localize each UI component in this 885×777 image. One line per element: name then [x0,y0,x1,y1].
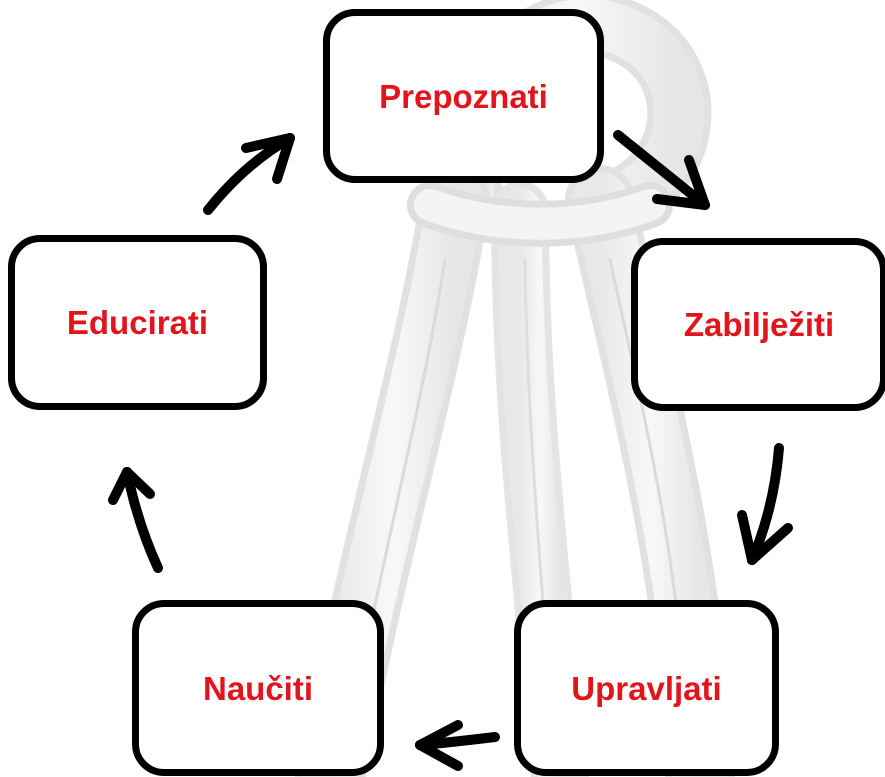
node-nauciti: Naučiti [132,600,384,776]
node-upravljati: Upravljati [514,600,779,776]
node-zabiljeziti: Zabilježiti [631,238,885,411]
node-label-nauciti: Naučiti [203,672,313,705]
node-label-prepoznati: Prepoznati [379,80,548,113]
node-educirati: Educirati [8,235,267,410]
node-prepoznati: Prepoznati [323,9,604,183]
node-label-upravljati: Upravljati [571,672,721,705]
node-label-educirati: Educirati [67,306,208,339]
node-label-zabiljeziti: Zabilježiti [684,308,834,341]
